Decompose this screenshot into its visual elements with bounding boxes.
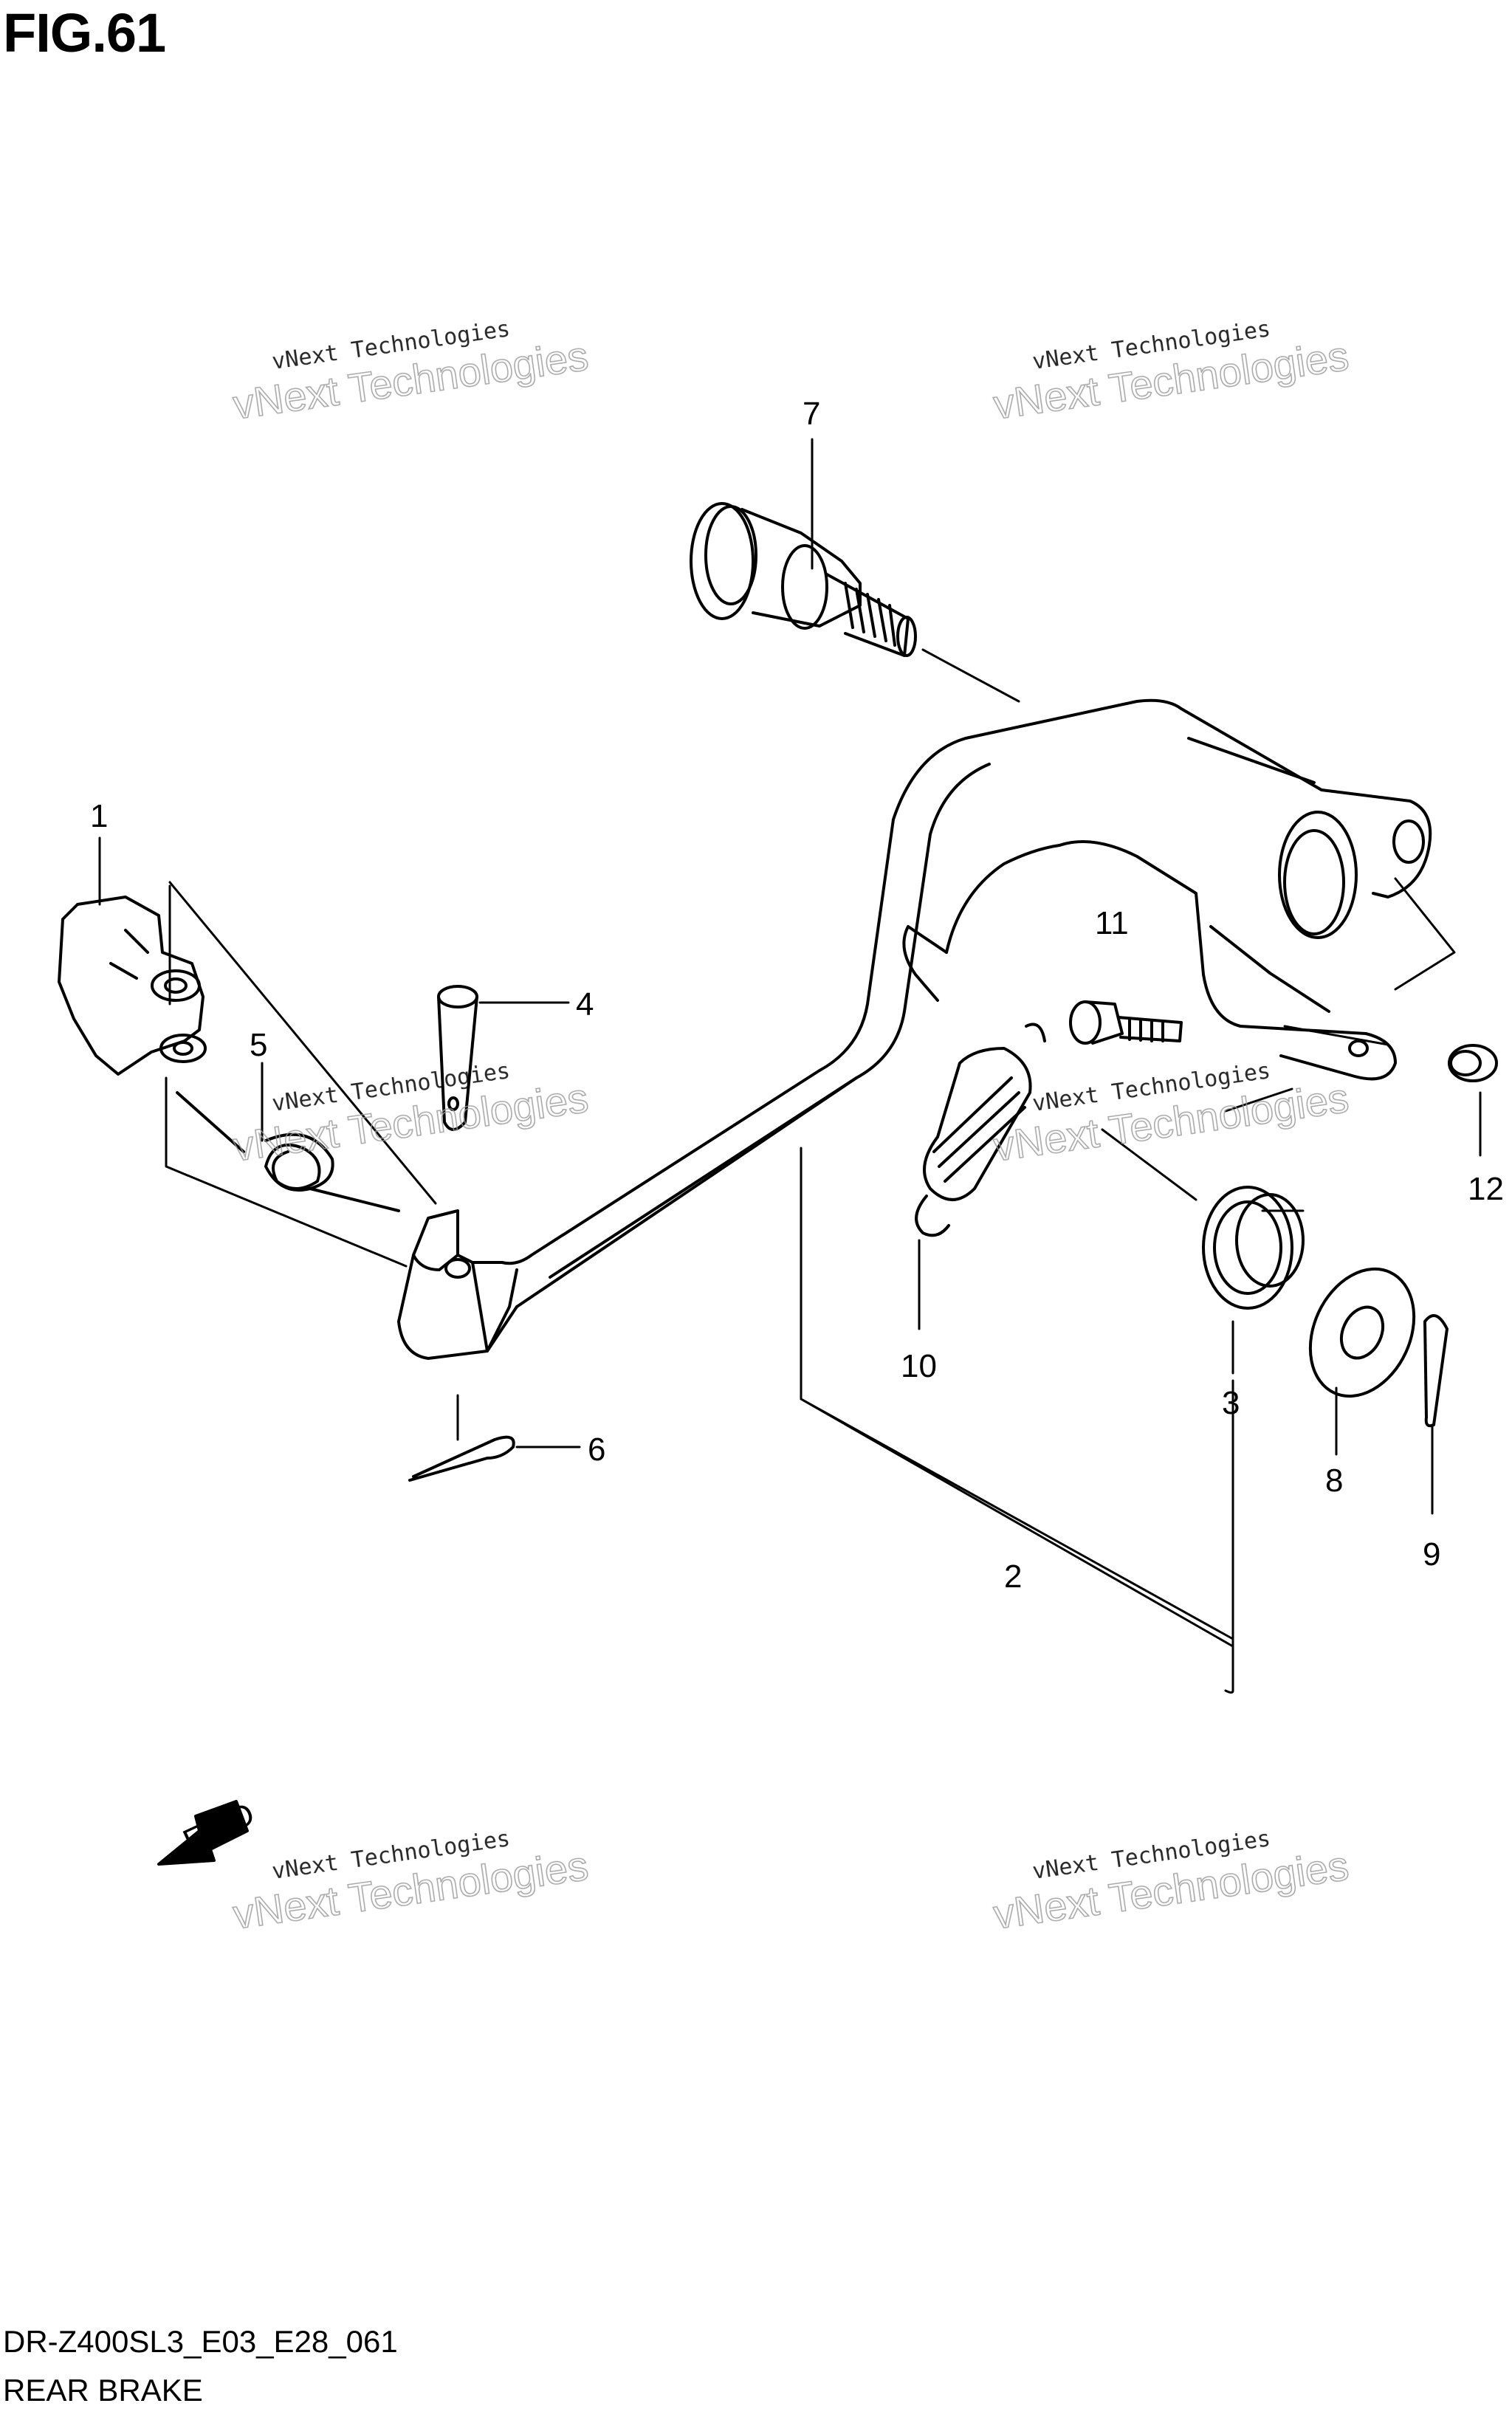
callout-3: 3 xyxy=(1222,1385,1240,1421)
washer-part xyxy=(1308,1267,1416,1398)
callout-12: 12 xyxy=(1468,1171,1504,1207)
fwd-label: FWD xyxy=(178,1795,261,1860)
callout-11: 11 xyxy=(1095,905,1129,941)
fwd-arrow-icon xyxy=(157,1800,249,1866)
figure-title: FIG.61 xyxy=(3,2,166,63)
cotter-pin-2-part xyxy=(1423,1314,1449,1428)
callout-1: 1 xyxy=(90,798,108,834)
cotter-pin-part xyxy=(408,1435,515,1482)
clevis-pin-part xyxy=(437,985,478,1131)
collar-part xyxy=(1448,1044,1498,1082)
leader-lines xyxy=(98,438,1482,1694)
bolt-part xyxy=(1069,1000,1183,1045)
callout-9: 9 xyxy=(1423,1536,1440,1573)
torsion-spring-part xyxy=(176,1091,400,1212)
diagram-code: DR-Z400SL3_E03_E28_061 xyxy=(3,2324,398,2359)
bushing-part xyxy=(1202,1186,1305,1310)
callout-8: 8 xyxy=(1325,1463,1343,1499)
callout-5: 5 xyxy=(250,1027,267,1063)
diagram-subtitle: REAR BRAKE xyxy=(3,2373,203,2407)
pivot-bolt-part xyxy=(690,502,917,657)
callout-2: 2 xyxy=(1004,1558,1022,1595)
callout-10: 10 xyxy=(901,1348,937,1384)
callout-4: 4 xyxy=(576,986,594,1023)
callout-6: 6 xyxy=(588,1432,605,1468)
callout-7: 7 xyxy=(803,396,820,432)
return-spring-part xyxy=(915,1023,1046,1237)
lever-bracket-part xyxy=(58,896,207,1076)
brake-pedal-part xyxy=(397,698,1432,1360)
